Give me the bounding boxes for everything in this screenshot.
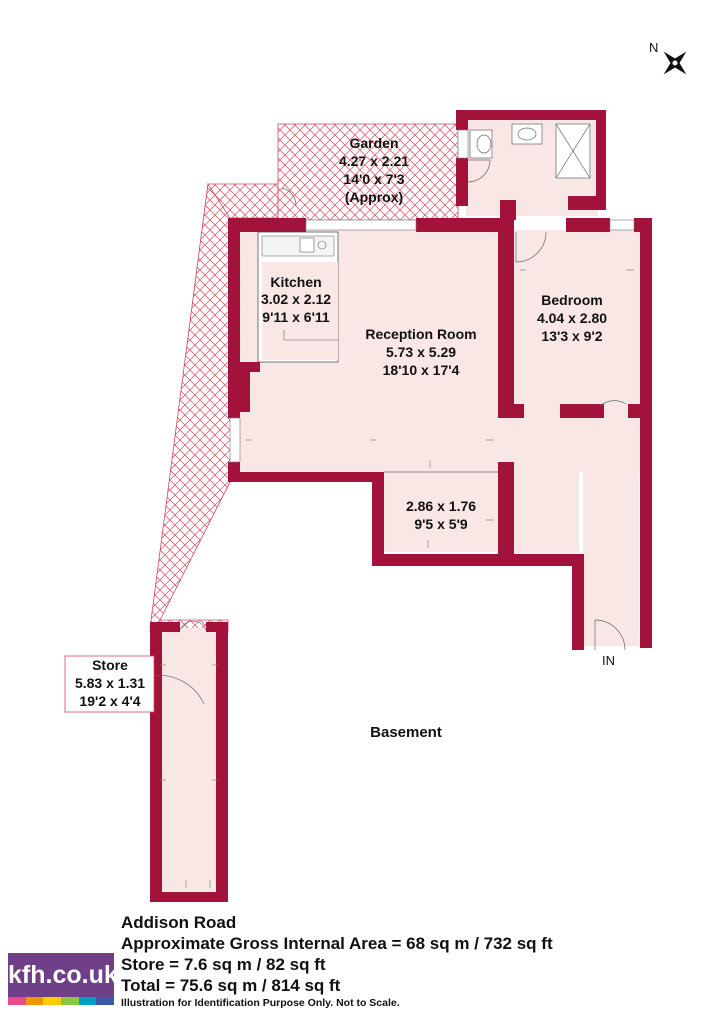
store-imperial: 19'2 x 4'4: [79, 693, 140, 709]
logo-stripes: [8, 997, 115, 1005]
walls: [150, 110, 652, 902]
kitchen-name: Kitchen: [270, 274, 321, 290]
address: Addison Road: [121, 913, 237, 932]
small-room-imperial: 9'5 x 5'9: [414, 516, 468, 532]
store-area: Store = 7.6 sq m / 82 sq ft: [121, 955, 326, 974]
kitchen-metric: 3.02 x 2.12: [261, 291, 331, 307]
logo-text: kfh.co.uk: [8, 961, 118, 989]
garden-imperial: 14'0 x 7'3: [343, 171, 404, 187]
reception-metric: 5.73 x 5.29: [386, 344, 456, 360]
kitchen-inner: [262, 262, 338, 360]
bedroom-imperial: 13'3 x 9'2: [541, 328, 602, 344]
gross-area: Approximate Gross Internal Area = 68 sq …: [121, 934, 553, 953]
store-metric: 5.83 x 1.31: [75, 675, 145, 691]
small-room-metric: 2.86 x 1.76: [406, 498, 476, 514]
garden-name: Garden: [349, 135, 398, 151]
kfh-logo: kfh.co.uk: [8, 953, 118, 1005]
dimension-ticks: [160, 269, 634, 888]
interior-floor: [162, 120, 641, 894]
windows: [229, 129, 635, 463]
bedroom-metric: 4.04 x 2.80: [537, 310, 607, 326]
logo-background: [8, 953, 114, 997]
area-summary: Addison Road Approximate Gross Internal …: [121, 912, 711, 1010]
store-name: Store: [92, 657, 128, 673]
garden-note: (Approx): [345, 189, 403, 205]
logo-stripe: [96, 997, 115, 1005]
logo-stripe: [43, 997, 62, 1005]
reception-name: Reception Room: [365, 326, 476, 342]
bedroom-name: Bedroom: [541, 292, 602, 308]
compass-label: N: [649, 40, 658, 55]
logo-stripe: [61, 997, 79, 1005]
logo-stripe: [25, 997, 44, 1005]
compass-icon: [663, 51, 687, 75]
total-area: Total = 75.6 sq m / 814 sq ft: [121, 976, 341, 995]
logo-stripe: [78, 997, 97, 1005]
doors: [149, 159, 627, 705]
store-label-box: [64, 655, 155, 713]
disclaimer: Illustration for Identification Purpose …: [121, 997, 400, 1009]
logo-stripe: [8, 997, 26, 1005]
kitchen-imperial: 9'11 x 6'11: [262, 309, 330, 325]
garden-metric: 4.27 x 2.21: [339, 153, 409, 169]
floor-label: Basement: [370, 724, 442, 741]
side-passage-strip: [149, 182, 233, 629]
bathroom-fixtures: [469, 123, 591, 179]
reception-imperial: 18'10 x 17'4: [383, 362, 460, 378]
entrance-label: IN: [602, 653, 615, 668]
